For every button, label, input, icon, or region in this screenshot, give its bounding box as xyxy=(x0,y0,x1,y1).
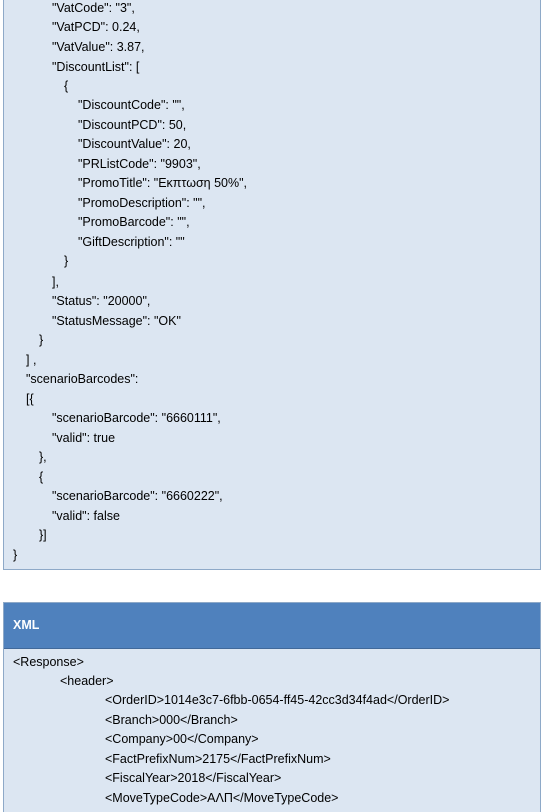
json-code-line: [{ xyxy=(26,392,34,406)
xml-code-line: <Branch>000</Branch> xyxy=(105,713,238,727)
json-code-line: "PromoTitle": "Εκπτωση 50%", xyxy=(78,176,248,190)
json-code-line: "DiscountPCD": 50, xyxy=(78,118,187,132)
json-code-line: } xyxy=(39,333,44,347)
json-code-line: "PromoDescription": "", xyxy=(78,196,206,210)
json-code-line: "VatCode": "3", xyxy=(52,1,135,15)
xml-code-line: <FiscalYear>2018</FiscalYear> xyxy=(105,771,282,785)
json-code-line: "DiscountValue": 20, xyxy=(78,137,191,151)
xml-section-header: XML xyxy=(4,603,540,649)
xml-code-line: <Response> xyxy=(13,655,84,669)
json-code-line: "DiscountList": [ xyxy=(52,60,140,74)
json-code-line: "VatPCD": 0.24, xyxy=(52,20,140,34)
json-code-line: ] , xyxy=(26,353,37,367)
xml-section-title: XML xyxy=(13,618,40,632)
json-code-line: "PromoBarcode": "", xyxy=(78,215,190,229)
json-code-line: "Status": "20000", xyxy=(52,294,151,308)
json-code-line: "scenarioBarcode": "6660222", xyxy=(52,489,223,503)
json-code-line: "GiftDescription": "" xyxy=(78,235,185,249)
json-code-line: { xyxy=(39,470,44,484)
json-code-line: "VatValue": 3.87, xyxy=(52,40,145,54)
json-code-line: } xyxy=(13,548,18,562)
json-code-line: } xyxy=(64,254,69,268)
json-code-line: "PRListCode": "9903", xyxy=(78,157,201,171)
json-code-line: "StatusMessage": "OK" xyxy=(52,314,181,328)
json-code-line: "scenarioBarcodes": xyxy=(26,372,139,386)
xml-code-body: <Response> <header> <OrderID>1014e3c7-6fbb… xyxy=(4,649,540,812)
xml-code-panel: XML <Response> <header> <OrderID>1014e3c7-… xyxy=(3,602,541,812)
xml-code-line: <Company>00</Company> xyxy=(105,732,259,746)
xml-code-line: <OrderID>1014e3c7-6fbb-0654-ff45-42cc3d3… xyxy=(105,693,450,707)
json-code-panel: "VatCode": "3", "VatPCD": 0.24, "VatValue"… xyxy=(3,0,541,570)
xml-code-line: <MoveTypeCode>ΑΛΠ</MoveTypeCode> xyxy=(105,791,339,805)
json-code-line: }, xyxy=(39,450,47,464)
json-code-line: "valid": true xyxy=(52,431,116,445)
json-code-line: { xyxy=(64,79,69,93)
json-code-line: "scenarioBarcode": "6660111", xyxy=(52,411,221,425)
json-code-line: "DiscountCode": "", xyxy=(78,98,185,112)
json-code-line: ], xyxy=(52,275,59,289)
xml-code-line: <header> xyxy=(60,674,114,688)
json-code-line: }] xyxy=(39,528,47,542)
json-code-line: "valid": false xyxy=(52,509,120,523)
xml-code-line: <FactPrefixNum>2175</FactPrefixNum> xyxy=(105,752,331,766)
